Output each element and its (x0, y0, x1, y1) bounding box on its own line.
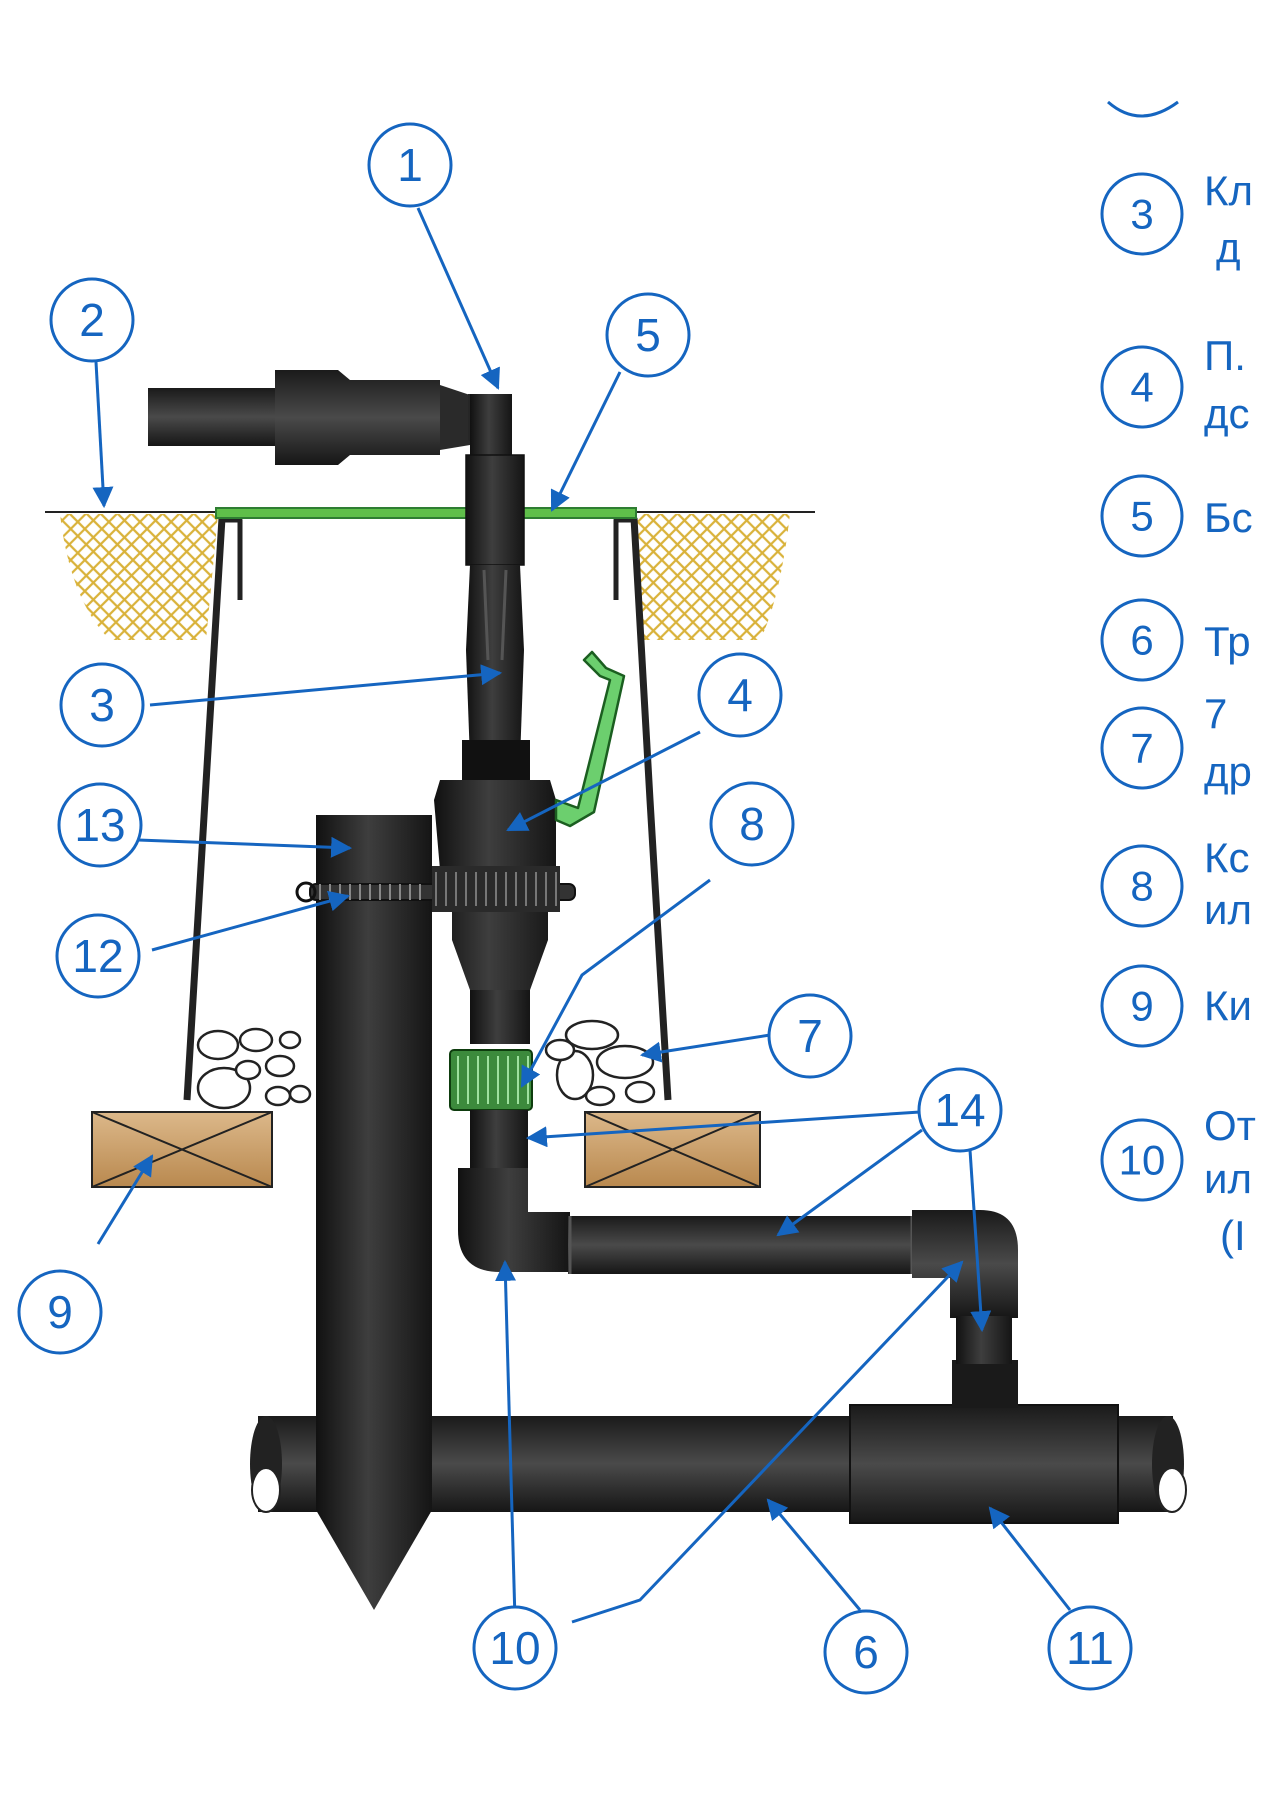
callout-11: 11 (1066, 1622, 1114, 1674)
callout-7: 7 (797, 1010, 823, 1062)
legend-text-10b: ил (1204, 1155, 1252, 1202)
legend-num-9: 9 (1130, 983, 1153, 1030)
legend-text-7a: 7 (1204, 690, 1227, 737)
callout-5: 5 (635, 309, 661, 361)
support-stake (316, 815, 432, 1610)
gravel-right (544, 1019, 656, 1107)
callout-10: 10 (489, 1622, 540, 1674)
union-nut (449, 1049, 533, 1111)
callout-14: 14 (934, 1084, 985, 1136)
callout-6: 6 (853, 1626, 879, 1678)
legend-text-7b: др (1204, 748, 1252, 795)
valve-box (183, 517, 672, 1101)
callout-9: 9 (47, 1286, 73, 1338)
soil-right (632, 514, 790, 640)
callout-numbers: 1 2 3 4 5 6 7 8 9 10 11 12 13 14 (47, 139, 1114, 1678)
callout-circles (17, 122, 1133, 1695)
callout-2: 2 (79, 294, 105, 346)
legend-num-8: 8 (1130, 863, 1153, 910)
legend-num-3: 3 (1130, 191, 1153, 238)
callout-8: 8 (739, 798, 765, 850)
swing-joint (458, 1110, 1018, 1364)
legend-num-4: 4 (1130, 364, 1153, 411)
legend-text-10a: От (1204, 1102, 1256, 1149)
legend-text-10c: (I (1220, 1212, 1246, 1259)
legend-partial-circle (1107, 100, 1179, 118)
callout-3: 3 (89, 679, 115, 731)
callout-12: 12 (72, 930, 123, 982)
legend-text-6: Тр (1204, 618, 1251, 665)
support-block-left (91, 1111, 273, 1188)
legend-text-8a: Кс (1204, 834, 1249, 881)
legend-text-9: Ки (1204, 982, 1252, 1029)
legend-text-3a: Кл (1204, 167, 1253, 214)
legend-num-6: 6 (1130, 617, 1153, 664)
legend-text-4b: дс (1204, 390, 1250, 437)
valve-box-lid (215, 507, 637, 519)
legend-num-5: 5 (1130, 493, 1153, 540)
legend-text-5: Бс (1204, 494, 1253, 541)
callout-1: 1 (397, 139, 423, 191)
legend-text-8b: ил (1204, 886, 1252, 933)
callout-4: 4 (727, 669, 753, 721)
valve-lever (554, 650, 626, 828)
legend-num-7: 7 (1130, 725, 1153, 772)
legend-text-3b: д (1216, 224, 1241, 271)
legend-num-10: 10 (1119, 1137, 1166, 1184)
saddle-fitting (849, 1360, 1119, 1524)
callout-13: 13 (74, 799, 125, 851)
soil-left (60, 514, 218, 640)
legend-text-4a: П. (1204, 332, 1246, 379)
ball-valve (432, 740, 560, 1044)
gravel-left (196, 1027, 312, 1110)
leader-lines (92, 207, 1072, 1624)
legend: 3 Кл д 4 П. дс 5 Бс 6 Тр 7 7 др 8 Кс ил … (1100, 100, 1256, 1259)
quick-coupler (148, 370, 525, 760)
